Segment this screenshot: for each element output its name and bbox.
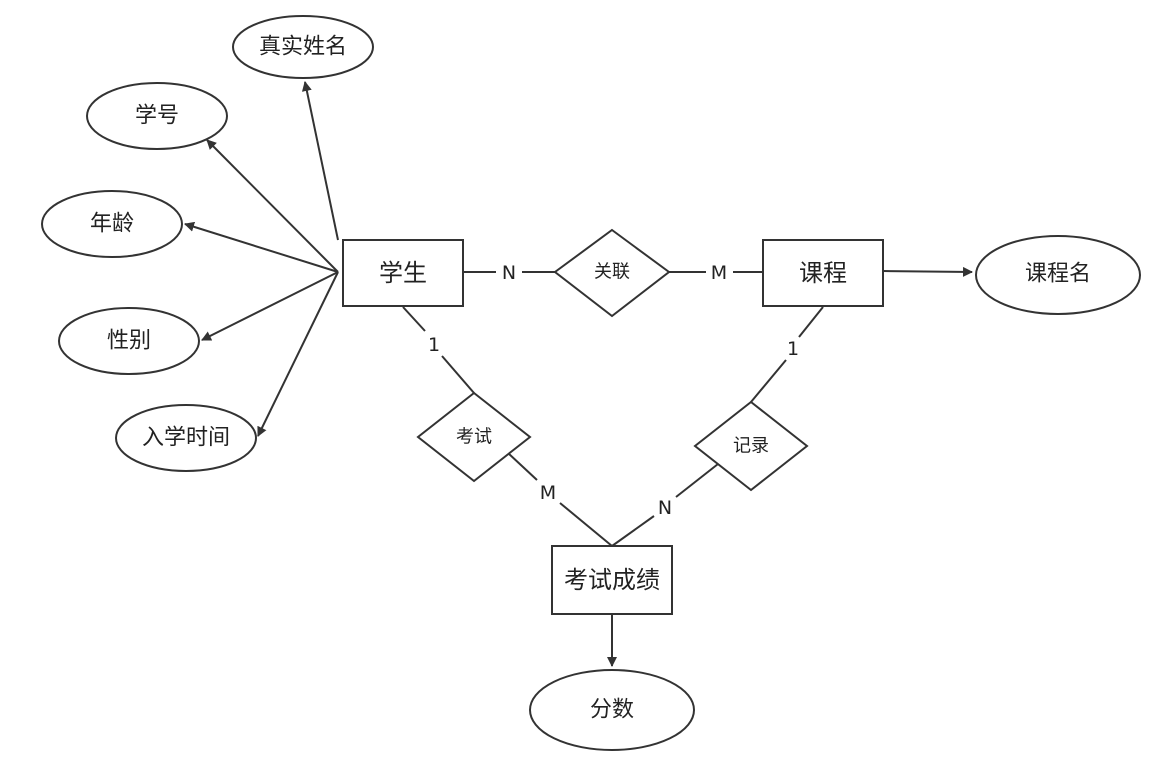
- line-m-score: [559, 502, 613, 547]
- entity-student-label: 学生: [379, 259, 427, 287]
- entity-exam-score-label: 考试成绩: [564, 566, 660, 594]
- attr-student-id-ellipse: [86, 82, 228, 150]
- attr-gender-label: 性别: [107, 329, 151, 354]
- attr-course-name-ellipse: [975, 235, 1141, 315]
- card-exam-score: M: [540, 482, 556, 504]
- rel-exam-diamond: [416, 391, 532, 483]
- card-exam-student: 1: [428, 334, 440, 356]
- line-1-record: [750, 359, 787, 403]
- line-course-1: [798, 306, 824, 338]
- relationship-diamonds: [416, 228, 809, 492]
- line-student-1: [402, 306, 426, 332]
- rel-link-diamond: [553, 228, 671, 318]
- line-exam-m: [507, 452, 538, 481]
- arrow-to-age: [184, 221, 339, 273]
- line-n-score: [611, 515, 655, 547]
- attr-age-label: 年龄: [90, 212, 134, 237]
- arrow-to-gender: [201, 271, 339, 341]
- card-record-course: 1: [787, 338, 799, 360]
- attr-enroll-time-ellipse: [115, 404, 257, 472]
- entity-exam-score-rect: [551, 545, 673, 615]
- card-record-score: N: [658, 497, 672, 519]
- attr-score-label: 分数: [590, 698, 634, 723]
- attr-student-id-label: 学号: [135, 104, 179, 129]
- entity-course-rect: [762, 239, 884, 307]
- arrow-to-enroll-time: [257, 271, 339, 437]
- arrow-to-real-name: [301, 81, 339, 241]
- rel-exam-label: 考试: [456, 427, 492, 448]
- card-link-student: N: [502, 262, 516, 284]
- attr-real-name-ellipse: [232, 15, 374, 79]
- line-1-exam: [441, 355, 475, 394]
- student-attribute-arrows: [184, 81, 973, 667]
- card-link-course: M: [711, 262, 727, 284]
- rel-link-label: 关联: [594, 262, 630, 283]
- attribute-ellipses: [41, 15, 1141, 751]
- attr-gender-ellipse: [58, 307, 200, 375]
- entity-student-rect: [342, 239, 464, 307]
- attr-score-ellipse: [529, 669, 695, 751]
- arrow-to-student-id: [206, 139, 339, 273]
- entity-rects: [342, 239, 884, 615]
- attr-age-ellipse: [41, 190, 183, 258]
- arrow-to-course-name: [882, 266, 973, 277]
- rel-record-diamond: [693, 400, 809, 492]
- relationship-lines: [402, 271, 824, 547]
- rel-record-label: 记录: [733, 436, 769, 457]
- attr-course-name-label: 课程名: [1025, 262, 1091, 287]
- entity-course-label: 课程: [799, 259, 847, 287]
- attr-real-name-label: 真实姓名: [259, 35, 347, 60]
- attr-enroll-time-label: 入学时间: [142, 426, 230, 451]
- line-record-n: [675, 463, 719, 498]
